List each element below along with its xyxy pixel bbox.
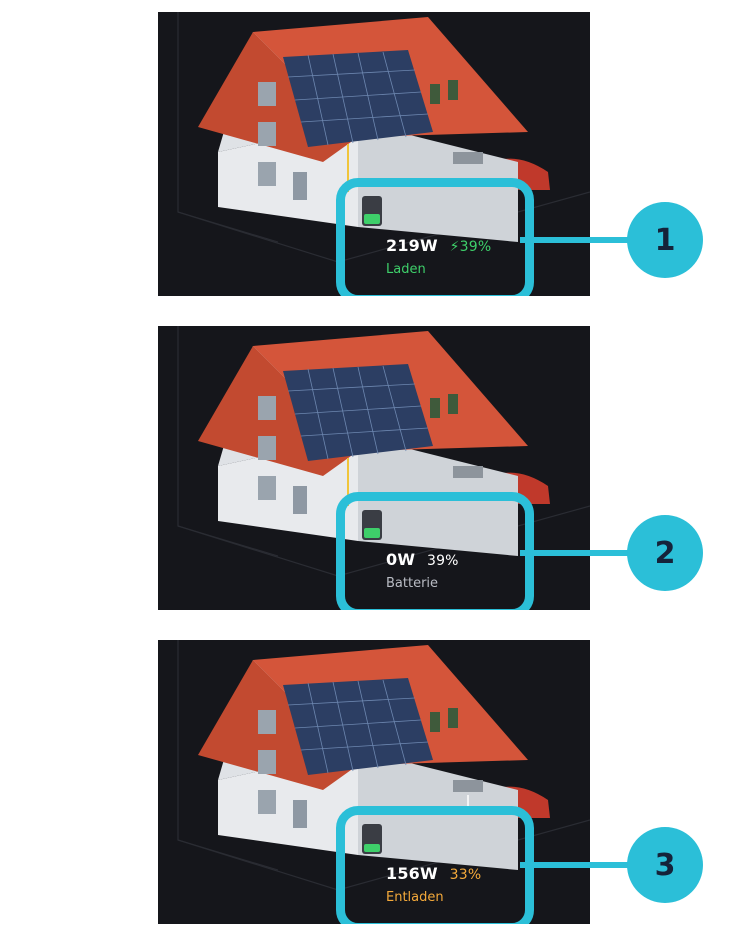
battery-power-readout: 0W 39% [386,550,459,569]
house-panel-3: 156W 33% Entladen [158,640,590,924]
house-panel-1: 219W ⚡39% Laden [158,12,590,296]
step-badge-3: 3 [627,827,703,903]
callout-line-2 [520,550,640,556]
power-value: 0W [386,550,416,569]
battery-card[interactable]: 156W 33% Entladen [344,812,516,912]
callout-line-3 [520,862,640,868]
step-badge-2: 2 [627,515,703,591]
battery-status: Laden [386,262,426,277]
battery-power-readout: 219W ⚡39% [386,236,491,255]
battery-card[interactable]: 0W 39% Batterie [344,498,516,598]
percent-value: 39% [459,239,492,255]
house-panel-2: 0W 39% Batterie [158,326,590,610]
power-value: 156W [386,864,438,883]
charge-percent: 33% [449,867,482,883]
charge-percent: ⚡39% [450,239,492,255]
battery-status: Entladen [386,890,444,905]
lightning-icon: ⚡ [449,239,460,255]
battery-icon [362,510,382,540]
battery-icon [362,196,382,226]
house-illustration [158,326,590,610]
battery-power-readout: 156W 33% [386,864,481,883]
step-badge-1: 1 [627,202,703,278]
callout-line-1 [520,237,640,243]
house-illustration [158,12,590,296]
power-value: 219W [386,236,438,255]
battery-card[interactable]: 219W ⚡39% Laden [344,184,516,284]
battery-icon [362,824,382,854]
charge-percent: 39% [426,553,459,569]
house-illustration [158,640,590,924]
battery-status: Batterie [386,576,439,591]
